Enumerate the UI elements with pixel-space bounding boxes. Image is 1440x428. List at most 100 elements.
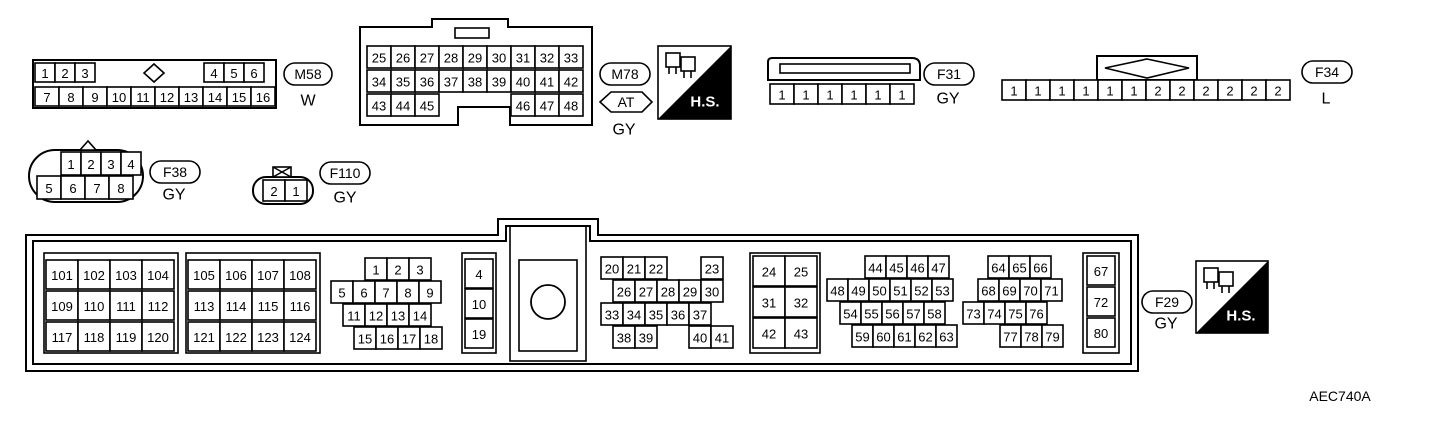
terminal-pin: 23	[700, 256, 724, 280]
pin-number: 43	[372, 99, 386, 114]
pin-number: 12	[160, 90, 174, 105]
terminal-pin: 29	[678, 279, 702, 303]
pin-number: 8	[404, 286, 411, 301]
terminal-pin: 1	[1121, 79, 1147, 101]
terminal-pin: 39	[634, 325, 658, 349]
pin-number: 45	[420, 99, 434, 114]
terminal-pin: 121	[187, 321, 221, 352]
connector-id-badge	[599, 62, 651, 86]
pin-number: 70	[1023, 284, 1037, 299]
pin-number: 79	[1045, 330, 1059, 345]
pin-number: 106	[225, 268, 247, 283]
pin-number: 15	[232, 90, 246, 105]
pin-number: 31	[762, 296, 776, 311]
terminal-pin: 117	[45, 321, 79, 352]
pin-number: 44	[868, 261, 882, 276]
terminal-pin: 116	[283, 290, 317, 321]
pin-number: 109	[51, 299, 73, 314]
pin-number: 36	[671, 308, 685, 323]
terminal-pin: 6	[60, 175, 86, 200]
sub-label-badge	[598, 91, 654, 113]
pin-number: 39	[492, 75, 506, 90]
connector-shell	[767, 57, 921, 81]
terminal-pin: 69	[998, 278, 1021, 302]
terminal-pin: 50	[868, 278, 891, 302]
pin-block-frame	[1082, 252, 1120, 354]
pin-number: 8	[117, 181, 124, 196]
terminal-pin: 65	[1008, 255, 1031, 279]
pin-number: 38	[468, 75, 482, 90]
pin-number: 22	[649, 262, 663, 277]
pin-number: 75	[1008, 307, 1022, 322]
terminal-pin: 1	[841, 83, 867, 105]
terminal-pin: 22	[644, 256, 668, 280]
terminal-pin: 66	[1029, 255, 1052, 279]
terminal-pin: 52	[910, 278, 933, 302]
pin-number: 57	[906, 307, 920, 322]
pin-number: 124	[289, 330, 311, 345]
terminal-pin: 105	[187, 259, 221, 290]
terminal-pin: 53	[931, 278, 954, 302]
pin-number: 16	[256, 90, 270, 105]
pin-number: 37	[693, 308, 707, 323]
terminal-pin: 72	[1086, 286, 1116, 317]
pin-number: 105	[193, 268, 215, 283]
pin-number: 5	[45, 181, 52, 196]
pin-number: 2	[1154, 84, 1161, 99]
pin-number: 123	[257, 330, 279, 345]
terminal-pin: 5	[36, 175, 62, 200]
pin-number: 1	[778, 88, 785, 103]
terminal-pin: 39	[486, 69, 512, 93]
pin-number: 14	[208, 90, 222, 105]
pin-number: 71	[1044, 284, 1058, 299]
pin-number: 26	[617, 285, 631, 300]
terminal-pin: 5	[223, 62, 245, 83]
terminal-pin: 26	[612, 279, 636, 303]
terminal-pin: 106	[219, 259, 253, 290]
terminal-pin: 1	[34, 62, 56, 83]
pin-number: 45	[889, 261, 903, 276]
pin-number: 47	[540, 99, 554, 114]
terminal-pin: 24	[752, 255, 786, 287]
pin-number: 2	[1226, 84, 1233, 99]
terminal-pin: 40	[688, 325, 712, 349]
terminal-pin: 109	[45, 290, 79, 321]
pin-number: 1	[1034, 84, 1041, 99]
terminal-pin: 11	[342, 303, 366, 327]
terminal-pin: 21	[622, 256, 646, 280]
terminal-pin: 2	[1241, 79, 1267, 101]
hs-harness-symbol: H.S.	[1195, 260, 1269, 334]
terminal-pin: 18	[419, 326, 443, 350]
pin-number: 34	[627, 308, 641, 323]
terminal-pin: 61	[893, 324, 916, 348]
pin-number: 44	[396, 99, 410, 114]
terminal-pin: 75	[1004, 301, 1027, 325]
pin-number: 111	[116, 299, 136, 314]
pin-number: 1	[898, 88, 905, 103]
terminal-pin: 46	[510, 93, 536, 117]
pin-number: 3	[416, 263, 423, 278]
terminal-pin: 2	[54, 62, 76, 83]
terminal-pin: 122	[219, 321, 253, 352]
terminal-pin: 29	[462, 45, 488, 69]
terminal-pin: 120	[141, 321, 175, 352]
pin-number: 50	[872, 284, 886, 299]
pin-number: 11	[347, 309, 361, 324]
pin-number: 117	[52, 330, 73, 345]
pin-number: 40	[516, 75, 530, 90]
terminal-pin: 16	[250, 86, 276, 107]
terminal-pin: 73	[962, 301, 985, 325]
pin-number: 29	[468, 51, 482, 66]
pin-number: 41	[540, 75, 554, 90]
terminal-pin: 103	[109, 259, 143, 290]
pin-number: 73	[966, 307, 980, 322]
terminal-pin: 6	[352, 280, 376, 304]
wire-color: GY	[333, 190, 356, 207]
terminal-pin: 30	[486, 45, 512, 69]
connector-id-badge	[1301, 60, 1353, 84]
pin-number: 118	[84, 330, 105, 345]
pin-number: 6	[250, 66, 257, 81]
pin-number: 3	[81, 66, 88, 81]
